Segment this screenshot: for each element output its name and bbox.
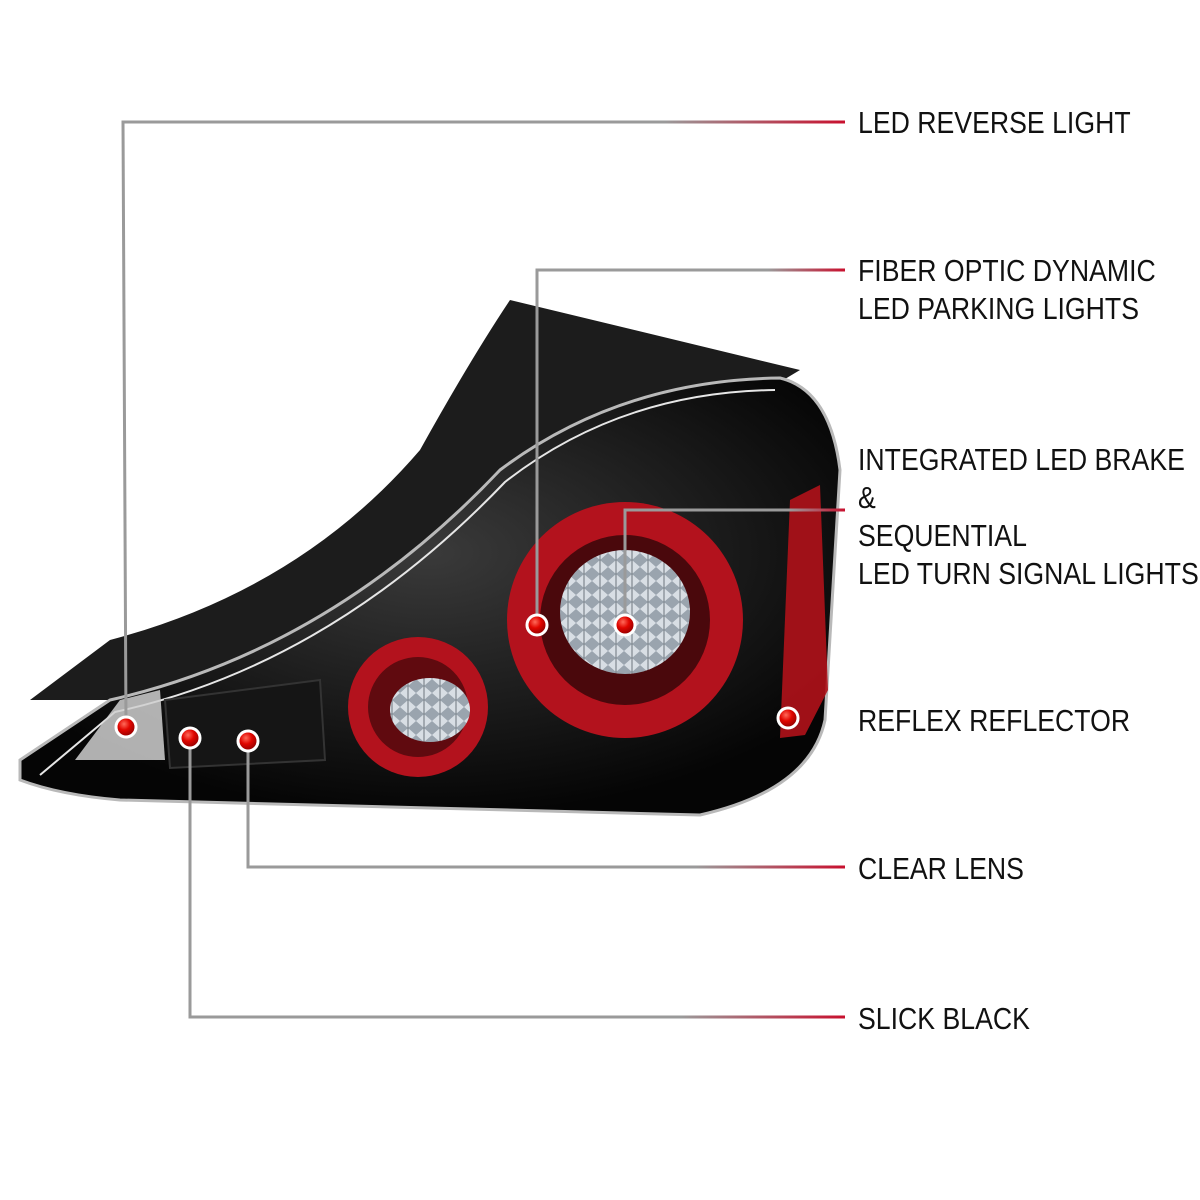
label-line: SEQUENTIAL: [858, 518, 1027, 553]
label-line: SLICK BLACK: [858, 1001, 1030, 1036]
marker-slick-black: [178, 726, 202, 750]
leader-parking: [535, 268, 845, 625]
marker-reverse: [114, 715, 138, 739]
label-line: &: [858, 480, 876, 515]
label-line: CLEAR LENS: [858, 851, 1024, 886]
label-line: INTEGRATED LED BRAKE: [858, 442, 1185, 477]
label-clear-lens: CLEAR LENS: [858, 850, 1024, 888]
leader-brake: [623, 508, 845, 625]
callout-markers: [114, 613, 800, 753]
marker-brake: [613, 613, 637, 637]
marker-reflector: [776, 706, 800, 730]
label-line: LED PARKING LIGHTS: [858, 291, 1139, 326]
housing-rim: [39, 389, 776, 776]
label-line: REFLEX REFLECTOR: [858, 703, 1131, 738]
side-reflector: [780, 485, 828, 738]
small-lamp-leds: [390, 678, 470, 742]
leader-reverse: [121, 120, 845, 728]
label-line: LED TURN SIGNAL LIGHTS: [858, 556, 1199, 591]
label-led-reverse-light: LED REVERSE LIGHT: [858, 104, 1131, 142]
label-line: LED REVERSE LIGHT: [858, 105, 1131, 140]
label-reflex-reflector: REFLEX REFLECTOR: [858, 702, 1130, 740]
label-fiber-optic-parking: FIBER OPTIC DYNAMIC LED PARKING LIGHTS: [858, 252, 1156, 328]
marker-parking: [525, 613, 549, 637]
label-slick-black: SLICK BLACK: [858, 1000, 1030, 1038]
label-brake-turn-signal: INTEGRATED LED BRAKE & SEQUENTIAL LED TU…: [858, 441, 1199, 593]
trim-panel: [30, 300, 800, 700]
leader-lines: [121, 120, 845, 1019]
leader-slick-black: [188, 738, 845, 1019]
label-line: FIBER OPTIC DYNAMIC: [858, 253, 1156, 288]
clear-lens-strip: [163, 678, 327, 770]
marker-clear-lens: [236, 729, 260, 753]
leader-clear-lens: [246, 741, 845, 869]
